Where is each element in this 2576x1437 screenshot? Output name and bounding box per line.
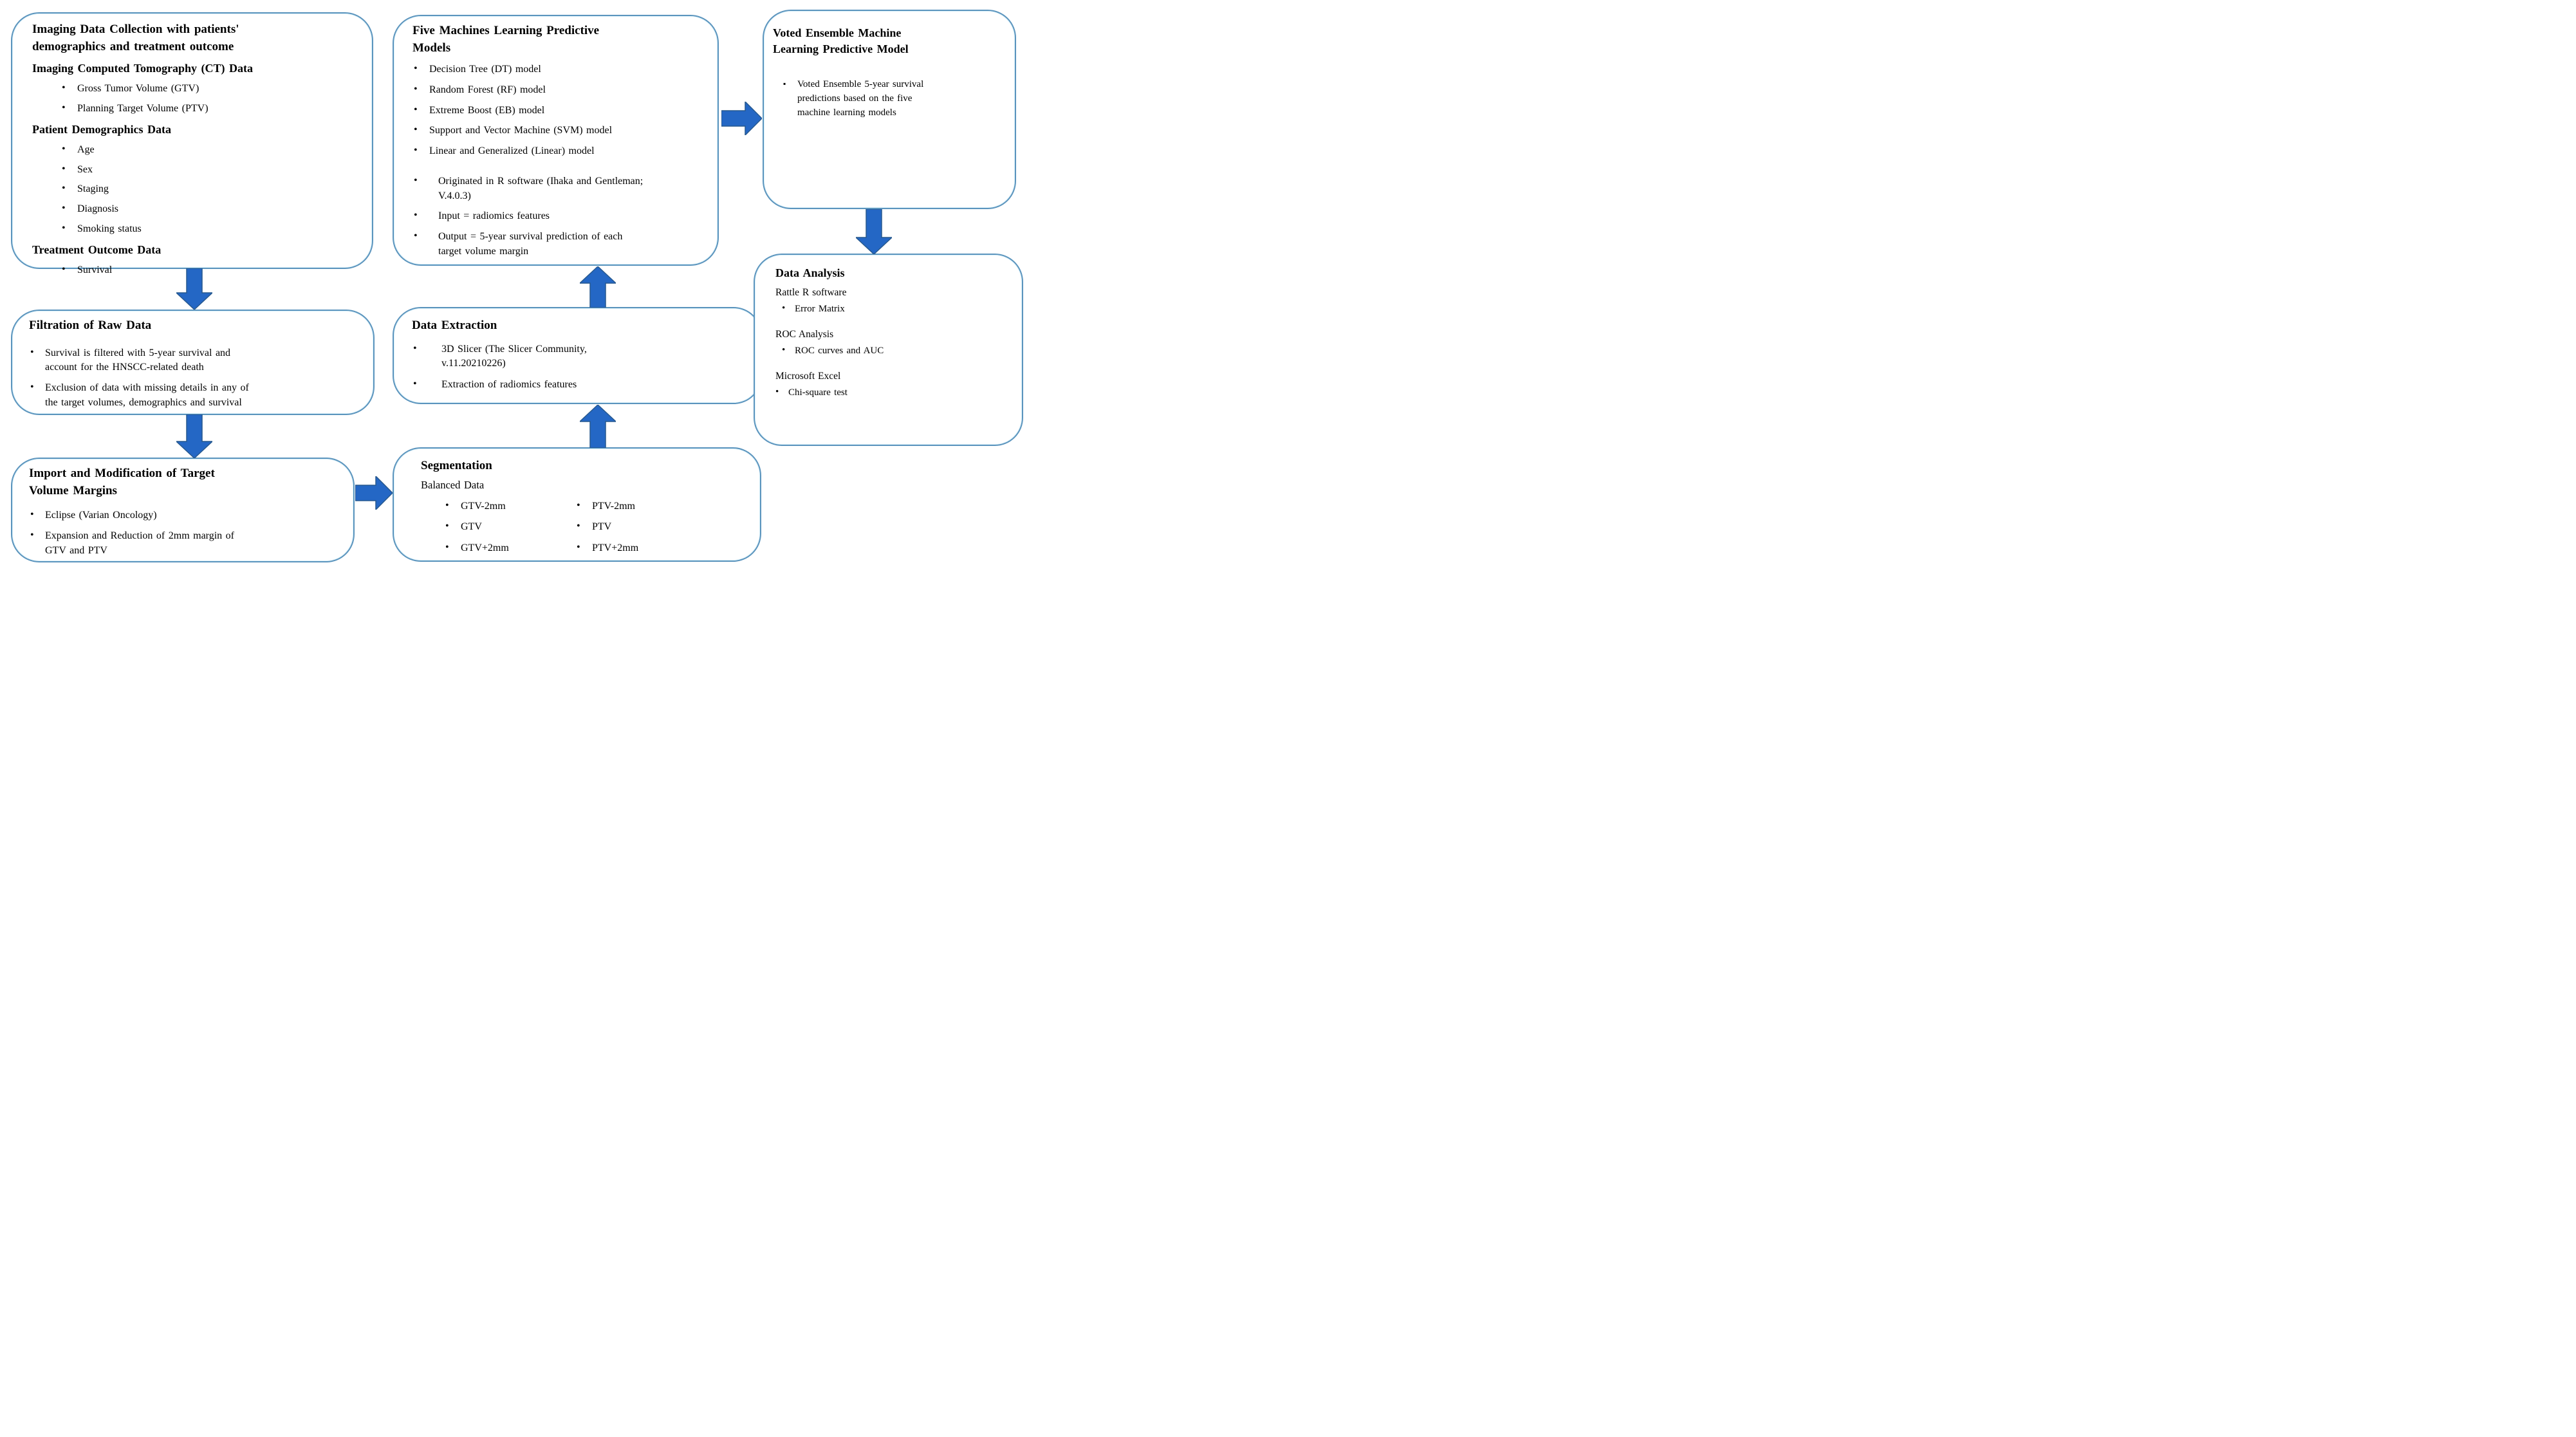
treatment-outcome-list: Survival	[60, 263, 358, 278]
filtration-list: Survival is filtered with 5-year surviva…	[29, 346, 362, 411]
list-item: Survival	[60, 263, 358, 278]
data-extraction-list: 3D Slicer (The Slicer Community, v.11.20…	[412, 342, 749, 393]
rattle-group: Rattle R software Error Matrix	[775, 286, 1013, 316]
arrow-extraction-to-models-icon	[580, 266, 616, 308]
data-extraction-box: Data Extraction 3D Slicer (The Slicer Co…	[393, 307, 762, 404]
list-item: Diagnosis	[60, 201, 358, 217]
excel-list: Chi-square test	[774, 385, 1013, 400]
demographics-list: Age Sex Staging Diagnosis Smoking status	[60, 142, 358, 237]
gtv-list: GTV-2mm GTV GTV+2mm	[444, 493, 575, 562]
balanced-data-label: Balanced Data	[421, 478, 485, 491]
data-extraction-box-title: Data Extraction	[412, 319, 497, 332]
flow-diagram: Imaging Data Collection with patients' d…	[0, 0, 1030, 574]
list-item: Planning Target Volume (PTV)	[60, 101, 358, 116]
filtration-box: Filtration of Raw Data Survival is filte…	[11, 310, 375, 415]
segmentation-columns: GTV-2mm GTV GTV+2mm PTV-2mm PTV PTV+2mm	[421, 493, 748, 562]
list-item: Staging	[60, 181, 358, 197]
list-item: ROC curves and AUC	[781, 344, 1013, 358]
roc-group: ROC Analysis ROC curves and AUC	[775, 328, 1013, 358]
arrow-filtration-to-import-icon	[176, 414, 212, 458]
data-analysis-box-title: Data Analysis	[775, 266, 845, 279]
list-item: Gross Tumor Volume (GTV)	[60, 81, 358, 97]
import-modification-list: Eclipse (Varian Oncology) Expansion and …	[29, 508, 342, 558]
list-item: Decision Tree (DT) model	[412, 62, 709, 77]
arrow-segmentation-to-extraction-icon	[580, 405, 616, 448]
filtration-box-title: Filtration of Raw Data	[29, 319, 152, 332]
model-details-list: Originated in R software (Ihaka and Gent…	[412, 174, 709, 259]
list-item: Smoking status	[60, 221, 358, 237]
roc-heading: ROC Analysis	[775, 329, 834, 340]
voted-ensemble-box-title: Voted Ensemble Machine Learning Predicti…	[773, 26, 909, 56]
ct-data-list: Gross Tumor Volume (GTV) Planning Target…	[60, 81, 358, 116]
list-item: PTV-2mm	[575, 499, 638, 514]
list-item: Eclipse (Varian Oncology)	[29, 508, 342, 523]
list-item: GTV+2mm	[444, 541, 575, 556]
list-item: Survival is filtered with 5-year surviva…	[29, 346, 362, 375]
list-item: PTV+2mm	[575, 541, 638, 556]
excel-group: Microsoft Excel Chi-square test	[775, 369, 1013, 400]
list-item: Exclusion of data with missing details i…	[29, 380, 362, 410]
list-item: Output = 5-year survival prediction of e…	[412, 229, 709, 259]
list-item: Error Matrix	[781, 302, 1013, 316]
list-item: Random Forest (RF) model	[412, 82, 709, 98]
list-item: Support and Vector Machine (SVM) model	[412, 123, 709, 138]
model-list: Decision Tree (DT) model Random Forest (…	[412, 62, 709, 159]
list-item: Linear and Generalized (Linear) model	[412, 144, 709, 159]
five-ml-models-box-title: Five Machines Learning Predictive Models	[412, 24, 600, 55]
demographics-heading: Patient Demographics Data	[32, 122, 171, 136]
segmentation-box-title: Segmentation	[421, 459, 492, 472]
list-item: Input = radiomics features	[412, 209, 709, 224]
list-item: GTV	[444, 519, 575, 535]
list-item: Expansion and Reduction of 2mm margin of…	[29, 528, 342, 558]
list-item: 3D Slicer (The Slicer Community, v.11.20…	[412, 342, 749, 371]
list-item: Sex	[60, 162, 358, 178]
import-modification-box: Import and Modification of Target Volume…	[11, 458, 355, 562]
list-item: Age	[60, 142, 358, 158]
arrow-voted-to-analysis-icon	[856, 209, 892, 254]
excel-heading: Microsoft Excel	[775, 371, 841, 382]
list-item: Chi-square test	[774, 385, 1013, 400]
ct-data-heading: Imaging Computed Tomography (CT) Data	[32, 62, 254, 75]
roc-list: ROC curves and AUC	[781, 344, 1013, 358]
ptv-list: PTV-2mm PTV PTV+2mm	[575, 493, 638, 562]
list-item: PTV	[575, 519, 638, 535]
imaging-box-title: Imaging Data Collection with patients' d…	[32, 23, 239, 53]
list-item: Extraction of radiomics features	[412, 377, 749, 393]
imaging-data-collection-box: Imaging Data Collection with patients' d…	[11, 12, 373, 277]
list-item: Extreme Boost (EB) model	[412, 103, 709, 118]
rattle-list: Error Matrix	[781, 302, 1013, 316]
data-analysis-box: Data Analysis Rattle R software Error Ma…	[754, 254, 1023, 446]
arrow-imaging-to-filtration-icon	[176, 268, 212, 310]
list-item: Originated in R software (Ihaka and Gent…	[412, 174, 709, 203]
list-item: Voted Ensemble 5-year survival predictio…	[773, 78, 1005, 120]
treatment-outcome-heading: Treatment Outcome Data	[32, 243, 162, 256]
rattle-heading: Rattle R software	[775, 287, 847, 299]
import-modification-box-title: Import and Modification of Target Volume…	[29, 467, 215, 497]
five-ml-models-box: Five Machines Learning Predictive Models…	[393, 15, 719, 266]
voted-ensemble-box: Voted Ensemble Machine Learning Predicti…	[763, 10, 1016, 209]
arrow-models-to-voted-icon	[721, 102, 762, 135]
segmentation-box: Segmentation Balanced Data GTV-2mm GTV G…	[393, 447, 761, 562]
list-item: GTV-2mm	[444, 499, 575, 514]
arrow-import-to-segmentation-icon	[355, 476, 393, 510]
voted-ensemble-list: Voted Ensemble 5-year survival predictio…	[773, 78, 1005, 120]
